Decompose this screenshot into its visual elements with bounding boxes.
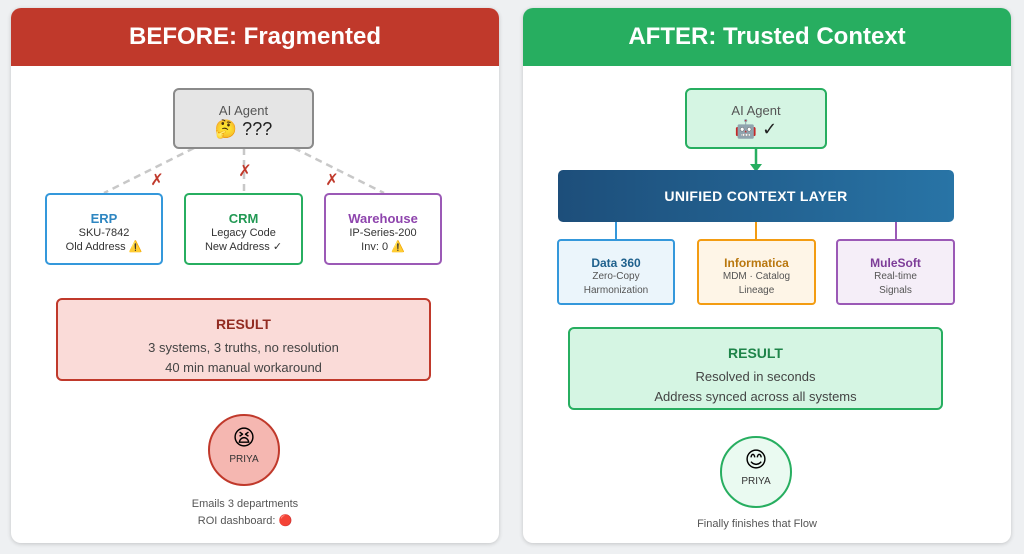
persona-emoji: 😊 <box>744 447 768 472</box>
connector-agent-warehouse <box>293 146 385 195</box>
result-line: 3 systems, 3 truths, no resolution <box>148 340 339 355</box>
system-line: Inv: 0 ⚠️ <box>361 241 405 253</box>
connector-agent-erp <box>103 146 195 195</box>
before-title: BEFORE: Fragmented <box>11 8 499 66</box>
before-agent-box: AI Agent 🤔 ??? <box>173 88 314 149</box>
system-name: Warehouse <box>348 211 418 226</box>
after-result-box: RESULT Resolved in seconds Address synce… <box>568 327 943 410</box>
system-line: IP-Series-200 <box>349 227 417 239</box>
system-line: Old Address ⚠️ <box>65 241 143 253</box>
tool-line: Signals <box>879 285 912 296</box>
tool-line: Real-time <box>874 271 917 282</box>
arrow-down-icon <box>750 164 762 172</box>
system-name: CRM <box>228 211 259 226</box>
tool-box-informatica: Informatica MDM · Catalog Lineage <box>697 239 816 305</box>
system-box-crm: CRM Legacy Code New Address ✓ <box>184 193 303 265</box>
before-result-box: RESULT 3 systems, 3 truths, no resolutio… <box>56 298 431 381</box>
agent-status: 🤔 ??? <box>214 119 273 139</box>
persona-name: PRIYA <box>741 476 771 487</box>
agent-label: AI Agent <box>218 103 269 118</box>
after-connectors <box>615 149 897 240</box>
tool-box-data-360: Data 360 Zero-Copy Harmonization <box>557 239 675 305</box>
result-title: RESULT <box>216 316 271 332</box>
caption-line: ROI dashboard: 🔴 <box>197 515 293 527</box>
tool-box-mulesoft: MuleSoft Real-time Signals <box>836 239 955 305</box>
result-line: 40 min manual workaround <box>165 360 322 375</box>
after-persona-avatar: 😊 PRIYA <box>720 436 792 508</box>
tool-line: MDM · Catalog <box>722 271 791 282</box>
result-line: Address synced across all systems <box>654 389 857 404</box>
after-title: AFTER: Trusted Context <box>523 8 1011 66</box>
before-panel: BEFORE: Fragmented ✗ ✗ ✗ AI Agent 🤔 ??? … <box>11 8 499 543</box>
after-agent-box: AI Agent 🤖 ✓ <box>685 88 827 149</box>
result-line: Resolved in seconds <box>695 369 816 384</box>
system-line: SKU-7842 <box>78 227 130 239</box>
system-line: New Address ✓ <box>204 241 283 253</box>
tool-line: Lineage <box>738 285 775 296</box>
x-mark-warehouse: ✗ <box>325 172 339 189</box>
x-mark-erp: ✗ <box>150 172 164 189</box>
system-box-erp: ERP SKU-7842 Old Address ⚠️ <box>45 193 163 265</box>
tool-line: Harmonization <box>583 285 649 296</box>
x-mark-crm: ✗ <box>238 163 252 180</box>
system-box-warehouse: Warehouse IP-Series-200 Inv: 0 ⚠️ <box>324 193 442 265</box>
before-caption: Emails 3 departments ROI dashboard: 🔴 <box>95 496 395 530</box>
tool-name: MuleSoft <box>870 256 921 270</box>
after-caption: Finally finishes that Flow <box>607 516 907 533</box>
tool-line: Zero-Copy <box>592 271 640 282</box>
before-persona-avatar: 😫 PRIYA <box>208 414 280 486</box>
result-title: RESULT <box>728 345 783 361</box>
system-name: ERP <box>90 211 118 226</box>
before-connectors <box>103 146 385 195</box>
persona-name: PRIYA <box>229 454 259 465</box>
caption-line: Finally finishes that Flow <box>697 518 817 530</box>
unified-context-layer: UNIFIED CONTEXT LAYER <box>558 170 954 222</box>
tool-name: Informatica <box>724 256 789 270</box>
agent-status: 🤖 ✓ <box>734 119 778 139</box>
agent-label: AI Agent <box>731 103 781 118</box>
after-panel: AFTER: Trusted Context AI Agent 🤖 ✓ UNIF… <box>523 8 1011 543</box>
tool-name: Data 360 <box>591 256 641 270</box>
persona-emoji: 😫 <box>232 425 256 450</box>
caption-line: Emails 3 departments <box>191 498 299 510</box>
system-line: Legacy Code <box>211 227 276 239</box>
